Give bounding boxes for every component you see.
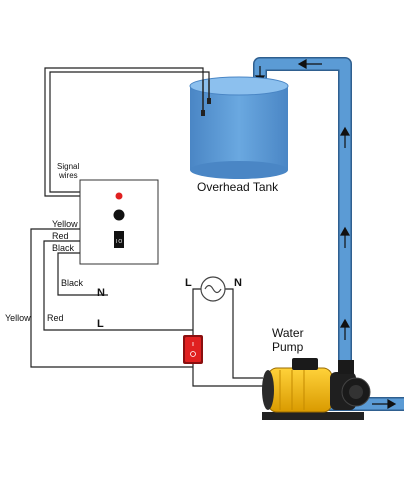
wire-label-black-mid: Black	[61, 278, 84, 288]
controller-wiring	[30, 228, 193, 368]
wire-label-black-top: Black	[52, 243, 75, 253]
red-rocker-switch	[183, 335, 203, 364]
ac-source-icon	[200, 276, 226, 302]
wire-label-yellow-side: Yellow	[5, 313, 31, 323]
push-button-icon	[113, 209, 125, 221]
tank-label: Overhead Tank	[197, 180, 279, 194]
arrow-right-outlet	[372, 398, 397, 410]
mains-wiring	[192, 288, 263, 387]
controller-box: I O	[79, 179, 159, 265]
arrow-up-middle	[339, 226, 351, 248]
wire-label-yellow-top: Yellow	[52, 219, 78, 229]
rocker-switch-icon	[114, 231, 124, 248]
wire-label-red-mid: Red	[47, 313, 64, 323]
arrow-left-top	[297, 58, 322, 70]
rocker-switch-text: I O	[116, 239, 123, 245]
pump-label-line2: Pump	[272, 340, 304, 354]
wire-label-red-top: Red	[52, 231, 69, 241]
overhead-tank	[189, 76, 289, 179]
mains-label-l: L	[185, 277, 192, 289]
pump-label-line1: Water	[272, 326, 304, 340]
signal-wires	[44, 67, 210, 197]
signal-label-line1: Signal	[57, 162, 79, 171]
terminal-label-l: L	[97, 318, 104, 330]
terminal-label-n: N	[97, 287, 105, 299]
arrow-up-lower	[339, 318, 351, 340]
mains-label-n: N	[234, 277, 242, 289]
arrow-up-upper	[339, 126, 351, 148]
water-pump	[262, 358, 371, 420]
indicator-led-icon	[115, 192, 123, 200]
signal-label-line2: wires	[58, 171, 78, 180]
